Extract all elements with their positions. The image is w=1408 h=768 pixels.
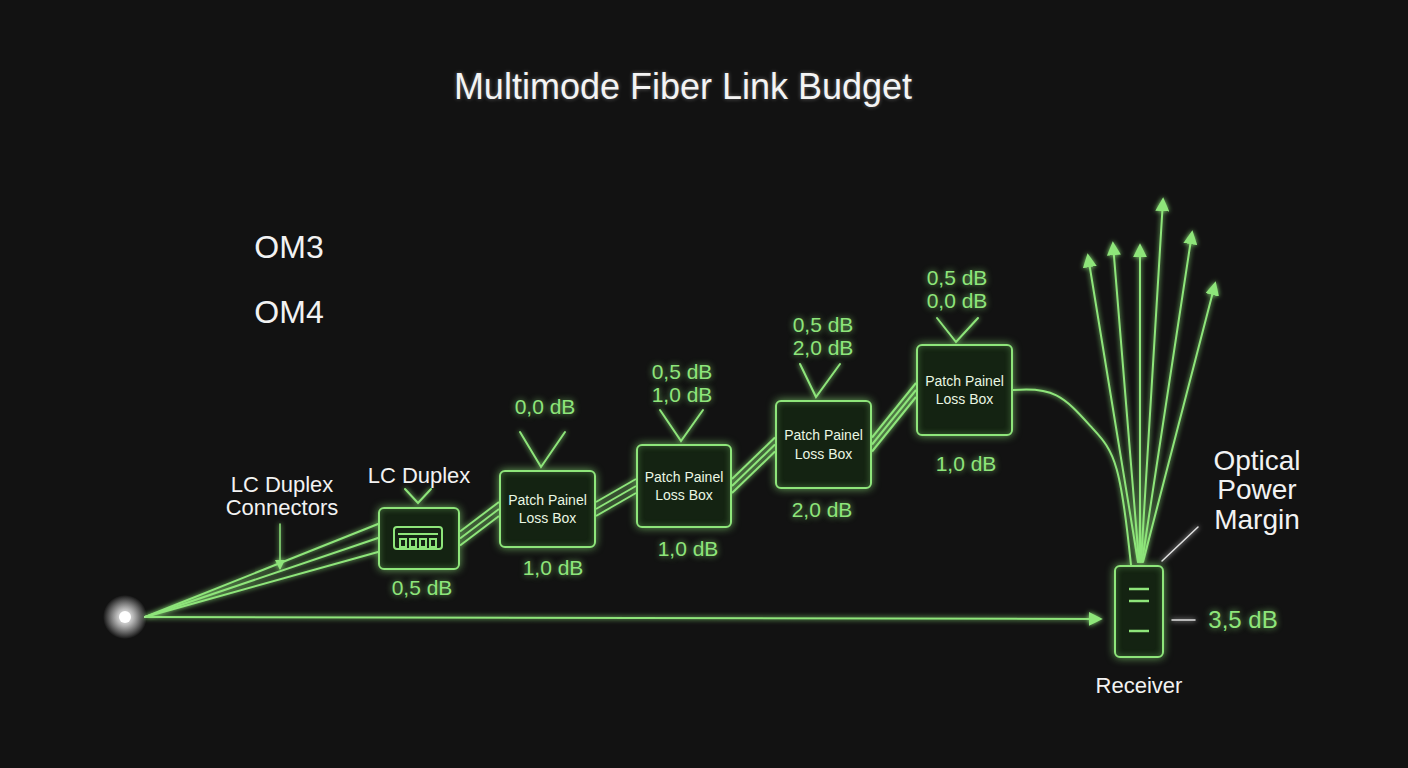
fiber-connector bbox=[460, 502, 499, 546]
light-source bbox=[103, 595, 147, 639]
loss-value: 2,0 dB bbox=[793, 337, 854, 359]
fiber-strand bbox=[460, 516, 499, 546]
annotation-label: OM3 bbox=[254, 231, 323, 265]
loss-value: 1,0 dB bbox=[658, 538, 719, 560]
fiber-strand bbox=[460, 502, 499, 532]
connector-box: LC Duplex bbox=[378, 507, 460, 570]
receiver-icon bbox=[1116, 567, 1161, 655]
fiber-strand bbox=[145, 538, 378, 617]
leader-arrow bbox=[279, 524, 281, 568]
fiber-connector bbox=[596, 479, 636, 516]
loss-value: 3,5 dB bbox=[1208, 607, 1277, 632]
receiver-box: Receiver bbox=[1114, 565, 1164, 658]
loss-value: 0,5 dB bbox=[392, 577, 453, 599]
loss-value: 0,5 dB bbox=[652, 361, 713, 383]
power-arrow bbox=[1142, 233, 1192, 562]
tick-mark bbox=[405, 489, 431, 503]
power-arrow bbox=[1088, 256, 1138, 562]
loss-value: 0,0 dB bbox=[927, 290, 988, 312]
fiber-strand bbox=[732, 452, 775, 494]
fiber-strand bbox=[1013, 389, 1131, 565]
diagram-title: Multimode Fiber Link Budget bbox=[454, 68, 912, 106]
node-heading: LC Duplex bbox=[368, 462, 471, 491]
loss-box: Patch Painel Loss Box bbox=[499, 470, 596, 548]
loss-value: 1,0 dB bbox=[523, 557, 584, 579]
fiber-strand bbox=[872, 397, 916, 452]
node-label: Patch Painel Loss Box bbox=[781, 426, 866, 462]
fiber-strand bbox=[145, 552, 378, 617]
fiber-strand bbox=[145, 524, 378, 617]
tick-mark bbox=[800, 364, 840, 397]
loss-value: 1,0 dB bbox=[652, 384, 713, 406]
power-arrow bbox=[1141, 200, 1163, 562]
loss-value: 2,0 dB bbox=[792, 499, 853, 521]
node-label: Patch Painel Loss Box bbox=[505, 491, 590, 527]
fiber-strand bbox=[872, 390, 916, 445]
power-arrow bbox=[1143, 284, 1215, 562]
main-beam-arrow bbox=[145, 617, 1100, 619]
loss-box: Patch Painel Loss Box bbox=[916, 344, 1013, 436]
node-label: Patch Painel Loss Box bbox=[642, 468, 726, 504]
tick-mark bbox=[660, 410, 703, 441]
annotation-label: OM4 bbox=[254, 296, 323, 330]
fiber-strand bbox=[596, 493, 636, 516]
tick-mark bbox=[937, 318, 978, 342]
light-source-core bbox=[119, 611, 131, 623]
loss-value: 0,5 dB bbox=[927, 267, 988, 289]
loss-value: 0,5 dB bbox=[793, 314, 854, 336]
node-heading: Receiver bbox=[1096, 672, 1183, 701]
fiber-connector bbox=[1013, 389, 1131, 565]
tick-mark bbox=[520, 432, 565, 467]
annotation-label: Optical Power Margin bbox=[1192, 446, 1322, 534]
fiber-strand bbox=[460, 509, 499, 539]
fiber-connector bbox=[732, 438, 775, 494]
fiber-strand bbox=[732, 445, 775, 487]
annotation-label: LC Duplex Connectors bbox=[217, 473, 347, 519]
node-label: Patch Painel Loss Box bbox=[922, 372, 1007, 408]
loss-value: 1,0 dB bbox=[936, 453, 997, 475]
loss-box: Patch Painel Loss Box bbox=[636, 444, 732, 528]
leader-line bbox=[1172, 619, 1195, 621]
loss-box: Patch Painel Loss Box bbox=[775, 400, 872, 489]
power-arrow bbox=[1139, 246, 1141, 562]
lc-connector-icon bbox=[380, 509, 457, 567]
leader-line bbox=[1162, 527, 1198, 561]
fiber-strand bbox=[872, 383, 916, 438]
loss-value: 0,0 dB bbox=[515, 396, 576, 418]
fiber-connector bbox=[872, 383, 916, 452]
